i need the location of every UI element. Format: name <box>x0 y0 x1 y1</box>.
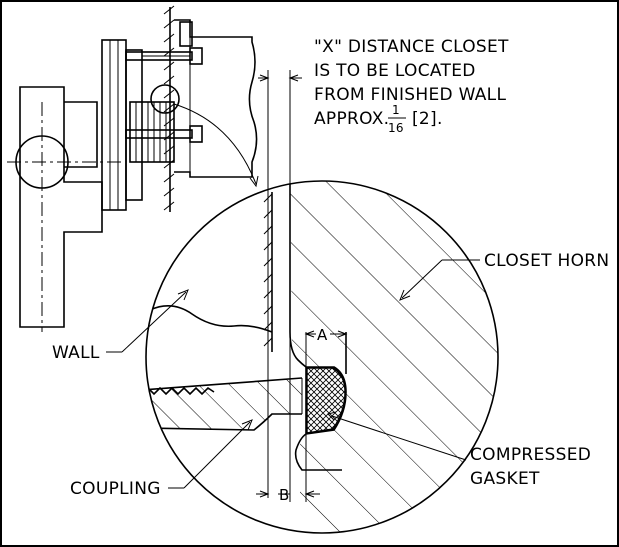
note-line-1: "X" DISTANCE CLOSET <box>314 37 509 57</box>
note-fraction-numerator: 1 <box>392 103 400 117</box>
wall-hatch-detail <box>263 193 273 347</box>
label-wall: WALL <box>52 343 100 363</box>
flange-rim <box>125 49 143 201</box>
label-gasket: GASKET <box>470 469 540 489</box>
wall-break-line <box>149 305 273 333</box>
label-dim-a: A <box>317 326 328 344</box>
gasket-stripes <box>135 102 167 162</box>
flange-plate <box>101 39 127 211</box>
bowl-outline <box>19 86 103 328</box>
horn-profile <box>289 182 342 471</box>
coupling-bottom-edge <box>146 413 302 431</box>
dimension-b <box>256 434 320 502</box>
note-fraction-denominator: 16 <box>388 121 404 135</box>
horn-body <box>174 19 258 178</box>
coupling-threads <box>146 386 215 396</box>
note-line-4-suffix: [2]. <box>412 109 443 129</box>
leaders <box>106 259 480 489</box>
label-dim-b: B <box>279 486 290 504</box>
note-line-2: IS TO BE LOCATED <box>314 61 476 81</box>
top-bolt <box>125 51 193 61</box>
assembly-view <box>7 5 259 332</box>
bottom-bolt <box>125 129 193 139</box>
horn-section-hatch <box>290 181 498 533</box>
note-text: "X" DISTANCE CLOSET IS TO BE LOCATED FRO… <box>314 37 509 135</box>
detail-callout-circle <box>150 84 180 114</box>
bowl-neck <box>64 101 98 168</box>
detail-circle <box>145 180 499 534</box>
dimension-a <box>304 330 348 338</box>
label-coupling: COUPLING <box>70 479 161 499</box>
wall-hatching <box>163 5 175 211</box>
horn-clip <box>179 21 193 47</box>
label-compressed: COMPRESSED <box>470 445 591 465</box>
gasket-stack <box>129 101 175 163</box>
coupling-top-edge <box>146 377 303 391</box>
detail-leader <box>173 103 257 185</box>
label-closet-horn: CLOSET HORN <box>484 251 609 271</box>
note-line-4-prefix: APPROX. <box>314 109 389 129</box>
gasket-pocket <box>305 366 347 435</box>
coupling-hatch <box>146 378 302 430</box>
magnified-detail <box>145 180 499 534</box>
note-line-3: FROM FINISHED WALL <box>314 85 506 105</box>
